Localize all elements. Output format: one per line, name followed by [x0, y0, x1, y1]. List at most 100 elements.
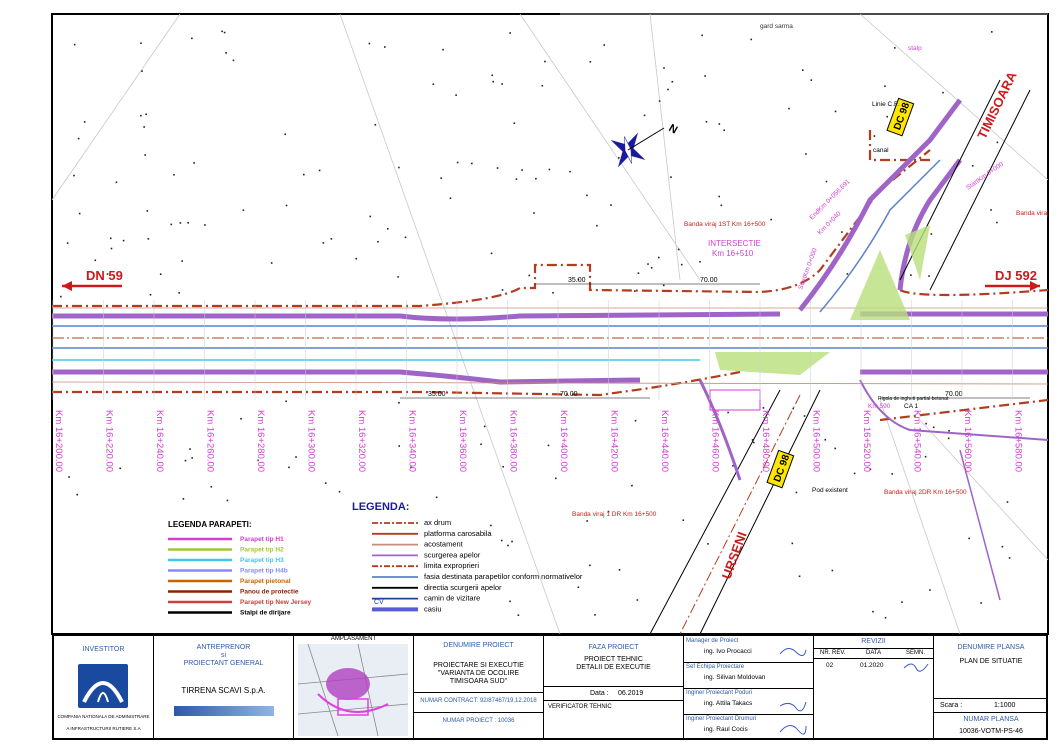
survey-point [517, 614, 520, 616]
label-stalp: stalp [908, 45, 922, 52]
survey-point [191, 457, 193, 459]
survey-point [662, 284, 665, 287]
survey-point [618, 569, 621, 571]
survey-point [456, 161, 459, 164]
antreprenor-name: TIRRENA SCAVI S.p.A. [181, 686, 266, 695]
survey-point [182, 497, 185, 500]
survey-point [657, 256, 660, 259]
survey-point [770, 218, 772, 221]
investitor-name-1: COMPANIA NATIONALA DE ADMINISTRARE [57, 714, 150, 719]
survey-point [928, 275, 930, 277]
station-label: Km 16+360.00 [457, 410, 468, 472]
survey-point [610, 204, 612, 206]
survey-point [355, 257, 358, 260]
legend-label: acostament [424, 540, 464, 549]
road-dn59: DN 59 [86, 268, 123, 283]
survey-point [650, 267, 653, 269]
survey-point [181, 260, 183, 262]
survey-point [397, 276, 399, 278]
denumire-proiect-line3: TIMISOARA SUD" [449, 678, 508, 685]
survey-point [996, 141, 999, 144]
survey-point [535, 177, 537, 180]
survey-point [509, 600, 511, 603]
survey-point [586, 520, 588, 522]
survey-point [141, 70, 143, 72]
survey-point [682, 519, 685, 522]
amplasament-label: AMPLASAMENT [330, 636, 377, 642]
station-label: Km 16+240.00 [154, 410, 165, 472]
station-label: Km 16+260.00 [205, 410, 216, 472]
survey-point [831, 569, 834, 572]
survey-point [671, 80, 674, 83]
legend-label: limita exproprieri [424, 561, 479, 570]
dim-70-top: 70.00 [700, 277, 718, 284]
survey-point [491, 74, 494, 77]
station-label: Km 16+420.00 [609, 410, 620, 472]
survey-point [377, 240, 379, 243]
survey-point [1006, 501, 1009, 503]
legend-parapet-label: Parapet tip H2 [240, 547, 284, 554]
survey-point [140, 114, 142, 117]
survey-point [643, 114, 646, 117]
survey-point [930, 233, 933, 235]
survey-point [502, 465, 504, 468]
survey-point [179, 222, 182, 224]
station-label: Km 16+580.00 [1013, 410, 1024, 472]
survey-point [106, 273, 109, 275]
data-value: 06.2019 [618, 690, 644, 697]
survey-point [509, 32, 511, 34]
survey-point [968, 537, 970, 540]
survey-point [803, 415, 806, 417]
survey-point [732, 464, 734, 467]
legend-label: casiu [424, 604, 442, 613]
legend-label: ax drum [424, 518, 451, 527]
legend-parapet-label: Parapet tip H4b [240, 568, 288, 575]
survey-point [398, 445, 400, 447]
survey-point [302, 173, 305, 176]
label-banda-1dr: Banda viraj 1 DR Km 16+500 [572, 511, 657, 518]
survey-point [577, 586, 580, 589]
survey-point [762, 407, 765, 409]
survey-point [589, 61, 592, 63]
survey-point [483, 425, 486, 428]
legend-label: scurgerea apelor [424, 550, 481, 559]
faza-cell: FAZA PROIECT PROIECT TEHNIC DETALII DE E… [544, 636, 684, 738]
survey-point [791, 542, 794, 545]
legend-parapeti: LEGENDA PARAPETI: Parapet tip H1Parapet … [168, 520, 312, 617]
data-label: Data : [590, 690, 609, 697]
survey-point [596, 224, 598, 227]
survey-point [490, 252, 493, 255]
survey-point [515, 178, 518, 180]
survey-point [750, 38, 753, 41]
faza-heading: FAZA PROIECT [588, 644, 639, 651]
manager-name: ing. Ivo Procacci [704, 648, 752, 655]
survey-point [891, 473, 893, 475]
survey-point [647, 263, 649, 265]
survey-point [521, 169, 523, 171]
faza-line2: DETALII DE EXECUTIE [576, 664, 651, 671]
survey-point [77, 137, 80, 140]
survey-point [404, 236, 407, 239]
survey-point [144, 154, 146, 156]
survey-point [119, 467, 121, 470]
survey-point [533, 212, 535, 214]
survey-point [541, 84, 544, 87]
dim-70-right: 70.00 [945, 391, 963, 398]
legend-label: fasia destinata parapetilor conform norm… [424, 572, 583, 581]
survey-point [288, 466, 290, 469]
survey-point [295, 456, 297, 458]
label-km590: Km 590 [868, 403, 891, 410]
survey-point [603, 44, 606, 46]
denumire-proiect-line1: PROIECTARE SI EXECUTIE [433, 662, 524, 669]
survey-point [240, 417, 242, 420]
station-label: Km 16+340.00 [407, 410, 418, 472]
investitor-name-2: A INFRASTRUCTURII RUTIERE S.A [66, 726, 141, 731]
survey-point [834, 447, 836, 450]
survey-point [884, 616, 887, 619]
survey-point [996, 221, 998, 224]
survey-point [386, 227, 389, 230]
survey-point [947, 437, 950, 440]
survey-point [824, 438, 827, 441]
survey-point [115, 181, 118, 184]
